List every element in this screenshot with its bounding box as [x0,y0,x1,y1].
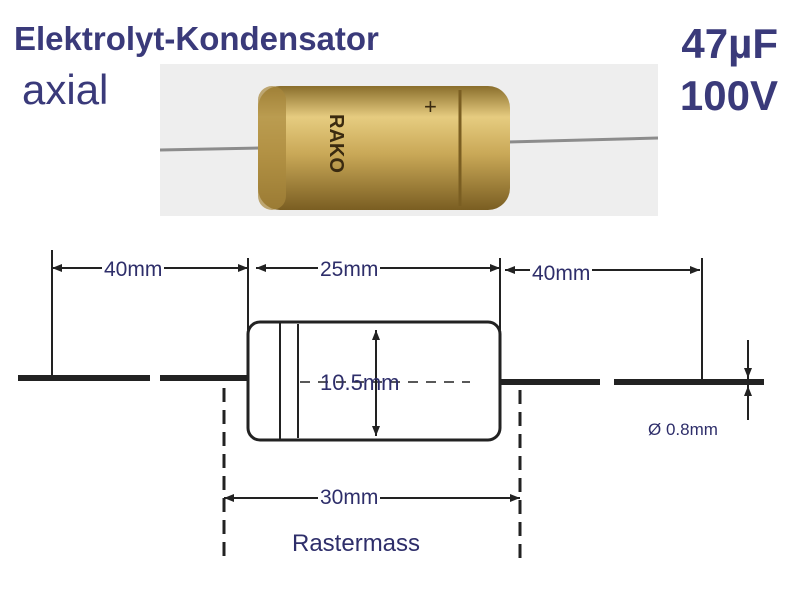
dim-lead-pitch: 30mm [318,486,381,510]
arrow-lead-dia-bottom [744,386,752,396]
title: Elektrolyt-Kondensator [14,20,379,57]
arrow-left-lead-end [238,264,248,272]
drawing-capacitor-body [246,320,502,442]
arrow-pitch-end [510,494,520,502]
dim-body-length: 25mm [318,258,381,282]
dim-body-diameter: 10.5mm [320,370,400,395]
photo-body-end-band [258,86,286,210]
dim-left-lead-length: 40mm [102,258,165,282]
arrow-body-start [256,264,266,272]
voltage-value: 100V [679,72,778,119]
dim-lead-diameter: Ø 0.8mm [646,420,720,440]
photo-capacitor-body [258,86,510,210]
capacitor-photo: + RAKO [160,64,658,216]
arrow-right-lead-end [690,266,700,274]
arrow-body-end [490,264,500,272]
dim-right-lead-length: 40mm [530,262,593,286]
photo-lead-left [160,146,261,152]
photo-plus-sign: + [424,94,437,119]
photo-maker-text: RAKO [325,114,347,173]
arrow-left-lead-start [52,264,62,272]
arrow-right-lead-start [505,266,515,274]
pitch-label: Rastermass [292,530,421,557]
arrow-pitch-start [224,494,234,502]
capacitance-value: 47µF [681,20,778,67]
photo-lead-right [507,136,658,144]
arrow-diameter-bottom [372,426,380,436]
subtitle: axial [22,66,109,113]
arrow-lead-dia-top [744,368,752,378]
arrow-diameter-top [372,330,380,340]
